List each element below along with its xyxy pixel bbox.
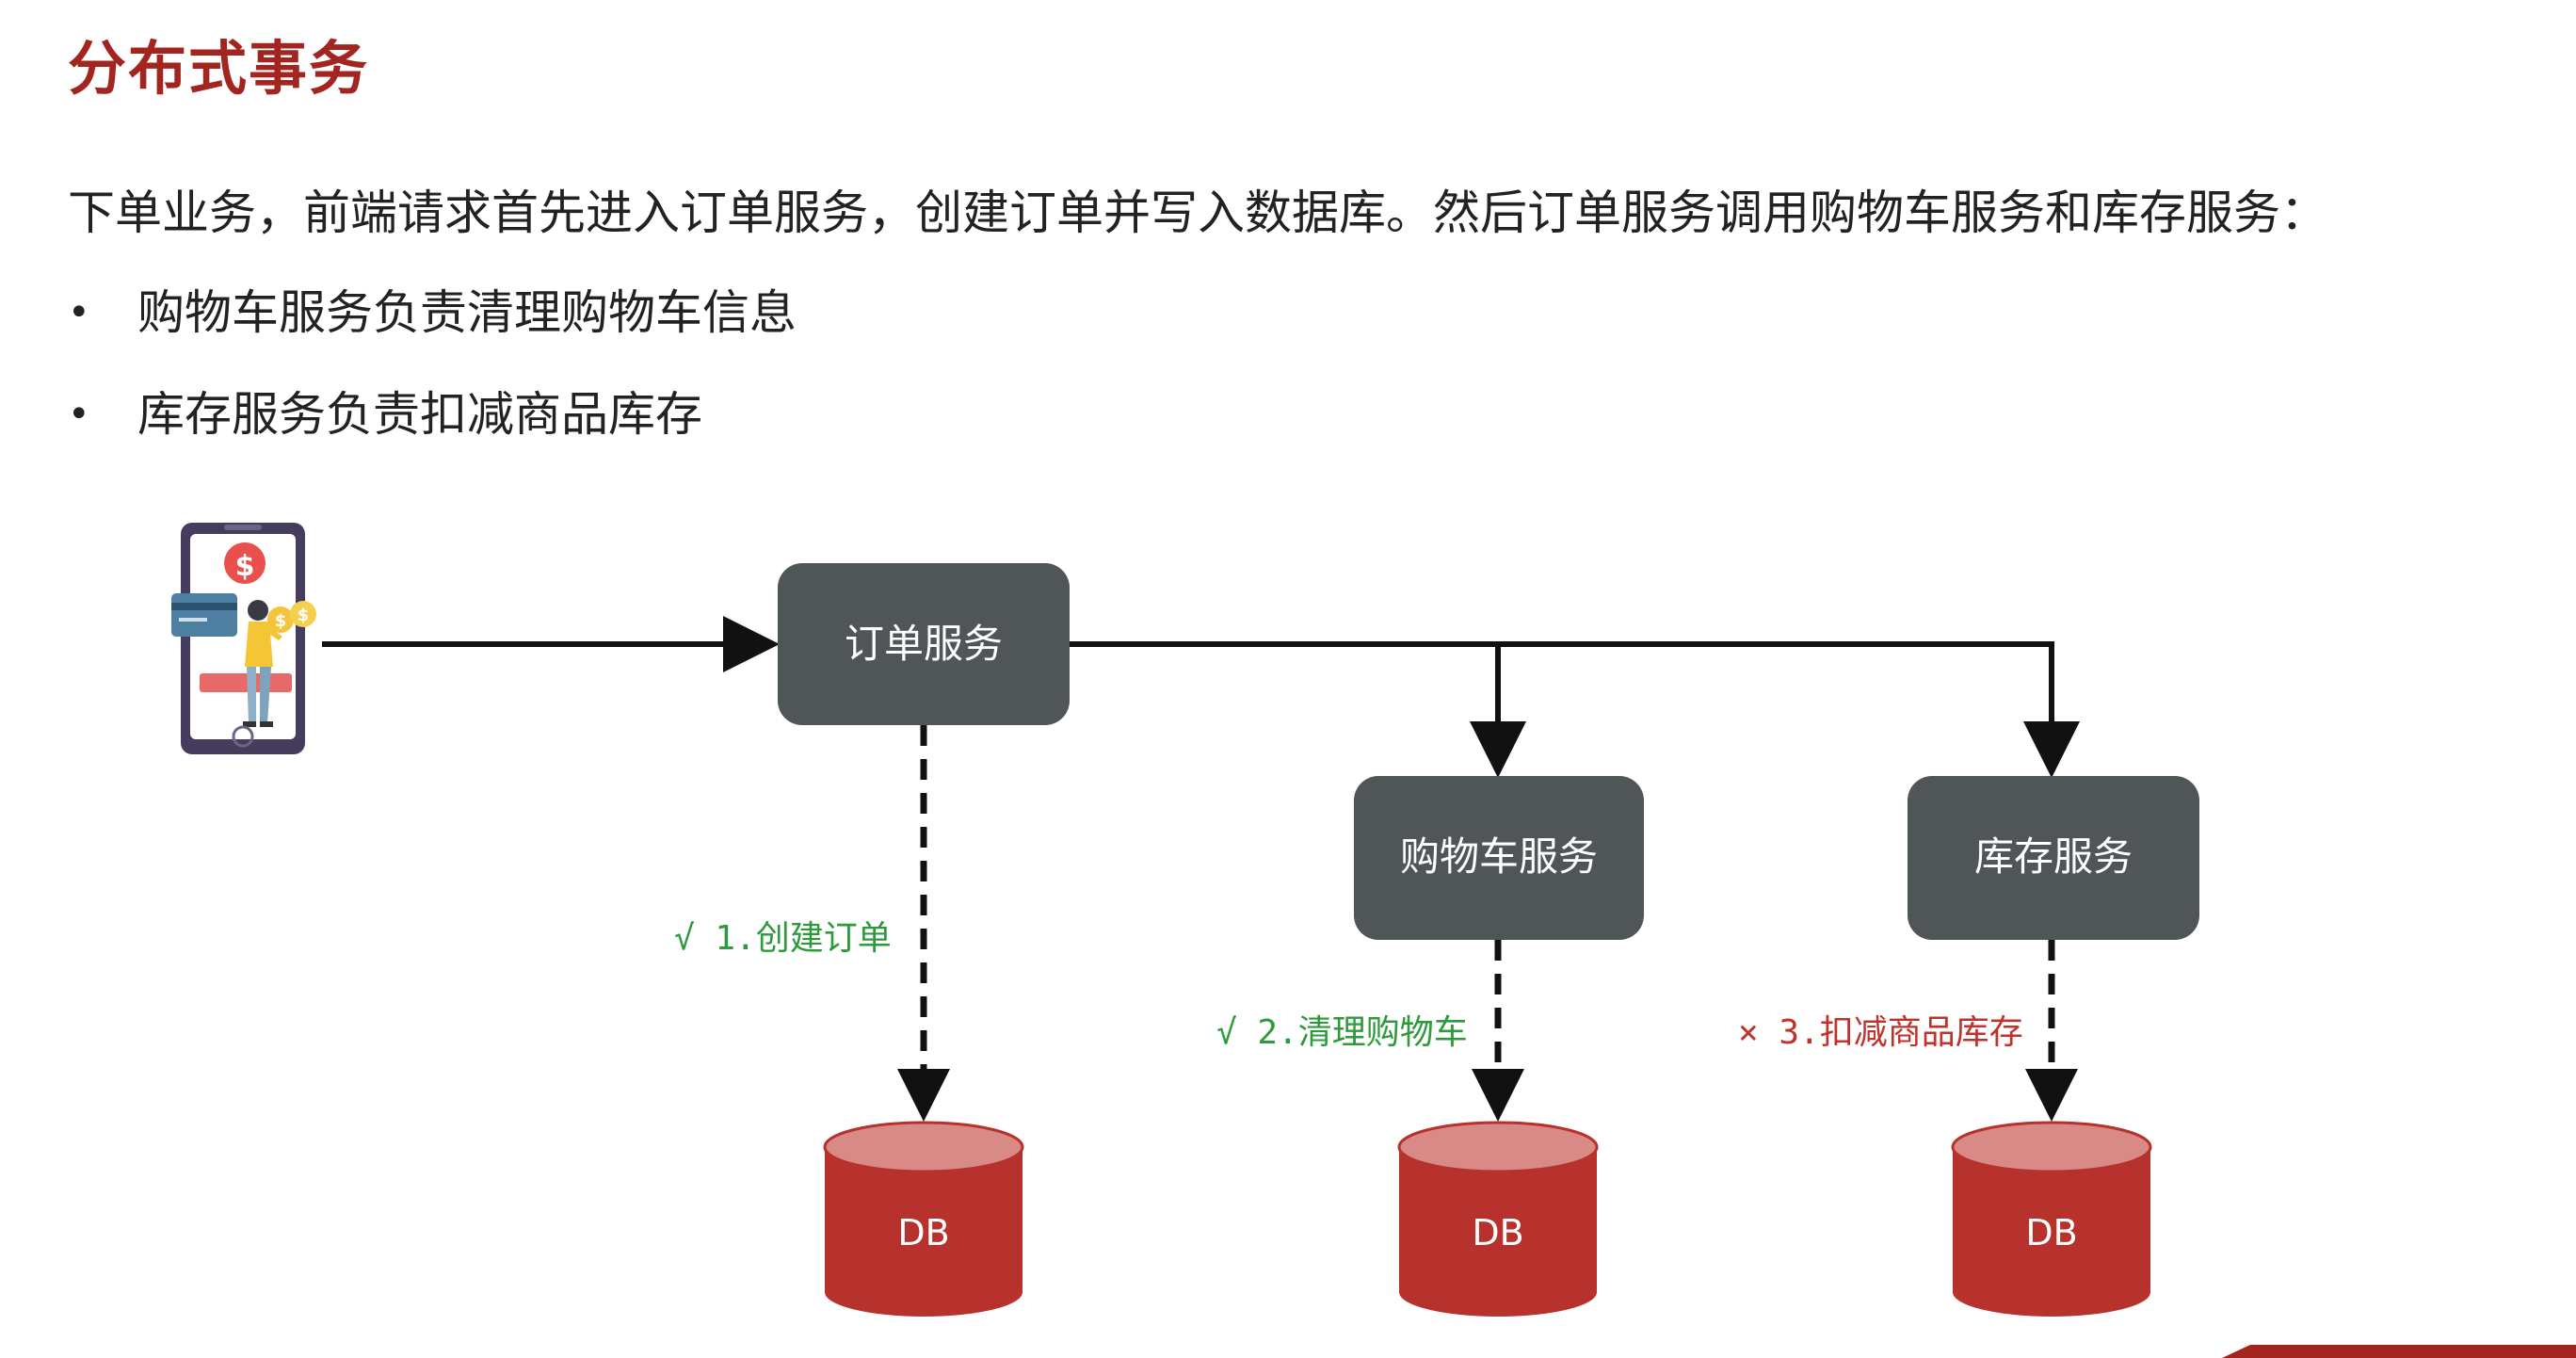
svg-text:$: $ <box>235 550 255 583</box>
svg-text:$: $ <box>275 611 287 631</box>
bullet-icon: • <box>68 393 90 436</box>
stock-service-label: 库存服务 <box>1974 833 2133 880</box>
stock-service-box: 库存服务 <box>1908 776 2199 940</box>
order-db: DB <box>823 1121 1024 1317</box>
svg-text:$: $ <box>298 606 310 625</box>
bullet-text: 库存服务负责扣减商品库存 <box>137 387 702 442</box>
order-service-label: 订单服务 <box>845 621 1003 667</box>
bullet-item-cart: • 购物车服务负责清理购物车信息 <box>68 275 797 343</box>
stock-db: DB <box>1951 1121 2152 1317</box>
stock-db-label: DB <box>2025 1212 2077 1253</box>
cart-db: DB <box>1397 1121 1599 1317</box>
page-title: 分布式事务 <box>68 34 370 103</box>
bullet-icon: • <box>68 291 90 334</box>
order-db-label: DB <box>897 1212 949 1253</box>
step-create-order: √ 1.创建订单 <box>674 919 892 958</box>
step-clear-cart: √ 2.清理购物车 <box>1216 1013 1468 1052</box>
step-deduct-stock: × 3.扣减商品库存 <box>1738 1013 2023 1052</box>
order-service-box: 订单服务 <box>778 563 1070 725</box>
intro-paragraph: 下单业务，前端请求首先进入订单服务，创建订单并写入数据库。然后订单服务调用购物车… <box>68 186 2327 240</box>
footer-banner <box>2222 1345 2576 1358</box>
cart-service-label: 购物车服务 <box>1400 833 1598 880</box>
cart-db-label: DB <box>1472 1212 1523 1253</box>
cart-service-box: 购物车服务 <box>1354 776 1644 940</box>
bullet-item-stock: • 库存服务负责扣减商品库存 <box>68 377 702 445</box>
mobile-payment-icon: $ $ $ <box>171 523 316 754</box>
bullet-text: 购物车服务负责清理购物车信息 <box>137 285 797 340</box>
